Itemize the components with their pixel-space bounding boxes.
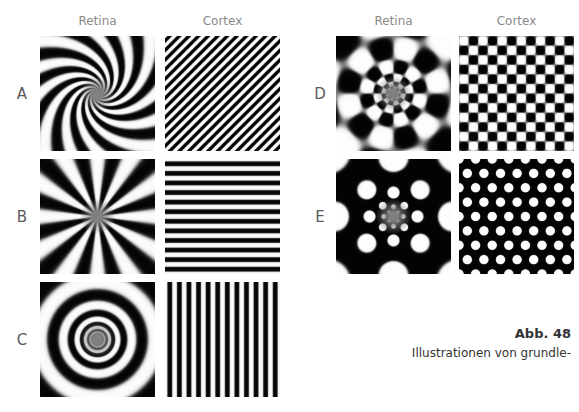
retina-spiral-pattern (40, 36, 155, 151)
row-letter: C (12, 331, 32, 349)
retina-dot-pattern (336, 159, 451, 274)
cortex-hexagonal-dots (459, 159, 574, 274)
cortex-vertical-stripes (165, 282, 280, 397)
cortex-horizontal-stripes (165, 159, 280, 274)
column-header: Cortex (459, 14, 574, 28)
retina-ring-pattern (40, 282, 155, 397)
row-letter: D (310, 85, 330, 103)
column-header: Cortex (165, 14, 280, 28)
column-header: Retina (40, 14, 155, 28)
row-letter: B (12, 208, 32, 226)
figure-number: Abb. 48 (515, 326, 571, 341)
figure-caption: Illustrationen von grundle- (412, 346, 571, 360)
cortex-diagonal-stripes (165, 36, 280, 151)
row-letter: E (310, 208, 330, 226)
retina-checker-pattern (336, 36, 451, 151)
row-letter: A (12, 85, 32, 103)
retina-radial-pattern (40, 159, 155, 274)
column-header: Retina (336, 14, 451, 28)
cortex-checkerboard (459, 36, 574, 151)
